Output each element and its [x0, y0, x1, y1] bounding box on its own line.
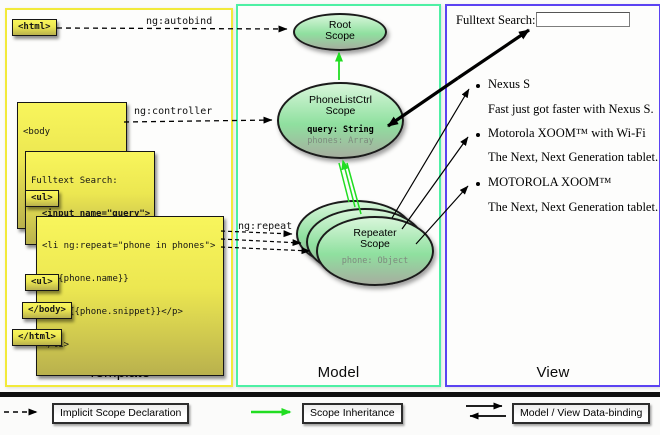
ng-repeat-label: ng:repeat	[238, 221, 293, 232]
view-item-desc: The Next, Next Generation tablet.	[488, 200, 659, 214]
list-bullet	[476, 182, 480, 186]
li-repeat-code-box: <li ng:repeat="phone in phones"> {{phone…	[36, 216, 224, 376]
view-search-label: Fulltext Search:	[456, 13, 536, 27]
code-line: {{phone.name}}	[42, 274, 129, 284]
view-item-name: MOTOROLA XOOM™	[488, 175, 612, 189]
ng-autobind-label: ng:autobind	[146, 16, 213, 27]
phonelistctrl-phones-prop: phones: Array	[307, 136, 374, 146]
ul-close-tag-box: <ul>	[25, 274, 59, 291]
list-bullet	[476, 133, 480, 137]
html-close-tag-box: </html>	[12, 329, 62, 346]
repeater-scope-title: Repeater Scope	[353, 227, 397, 250]
root-scope-ellipse: Root Scope	[293, 13, 387, 51]
ng-controller-label: ng:controller	[134, 106, 213, 117]
ul-open-tag-box: <ul>	[25, 190, 59, 207]
code-line: <p>{{phone.snippet}}</p>	[42, 307, 183, 317]
code-line: <input name="query">	[31, 209, 151, 219]
view-item-desc: The Next, Next Generation tablet.	[488, 150, 659, 164]
code-line: <li ng:repeat="phone in phones">	[42, 241, 216, 251]
fulltext-search-input[interactable]	[536, 12, 630, 27]
root-scope-title: Root Scope	[325, 19, 355, 42]
code-line: <body	[23, 127, 51, 137]
legend-data-binding-box: Model / View Data-binding	[512, 403, 651, 424]
code-line: </li>	[42, 340, 218, 351]
legend-separator-line	[0, 392, 660, 397]
repeater-scope-ellipse-front: Repeater Scope phone: Object	[316, 216, 434, 286]
view-column: View	[445, 4, 660, 387]
legend-scope-inheritance-box: Scope Inheritance	[302, 403, 403, 424]
model-column-label: Model	[317, 364, 360, 381]
html-open-tag-box: <html>	[12, 19, 57, 36]
phonelistctrl-scope-ellipse: PhoneListCtrl Scope query: String phones…	[277, 82, 404, 159]
view-item-name: Nexus S	[488, 77, 531, 91]
phonelistctrl-query-prop: query: String	[307, 125, 374, 135]
body-close-tag-box: </body>	[22, 302, 72, 319]
code-line: Fulltext Search:	[31, 176, 118, 186]
list-bullet	[476, 84, 480, 88]
view-item-name: Motorola XOOM™ with Wi-Fi	[488, 126, 646, 140]
phonelistctrl-scope-title: PhoneListCtrl Scope	[308, 94, 373, 117]
view-column-label: View	[536, 364, 570, 381]
legend-implicit-scope-box: Implicit Scope Declaration	[52, 403, 190, 424]
repeater-phone-prop: phone: Object	[341, 256, 409, 266]
model-column: Model	[236, 4, 441, 387]
view-item-desc: Fast just got faster with Nexus S.	[488, 102, 654, 116]
